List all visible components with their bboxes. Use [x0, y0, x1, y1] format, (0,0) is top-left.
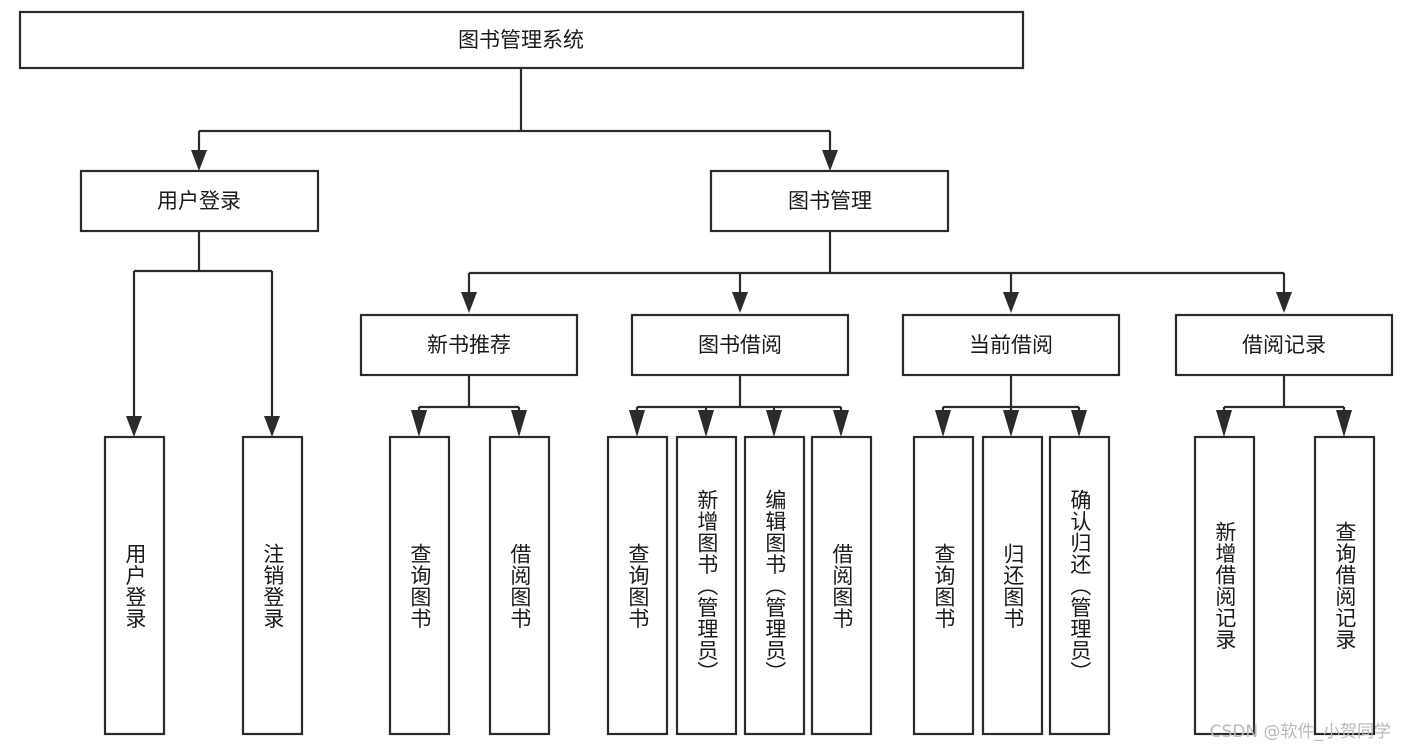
node-leaf-borrow-book-2-label: 借阅图书	[829, 542, 854, 629]
node-leaf-query-book-3-box[interactable]	[912, 435, 975, 736]
node-leaf-user-login-label-wrap: 用户登录	[122, 542, 147, 629]
node-book-manage-label: 图书管理	[788, 189, 872, 213]
arrow-to-borrow-record	[1276, 292, 1292, 313]
node-leaf-add-record[interactable]: 新增借阅记录	[1193, 435, 1256, 736]
node-leaf-user-logout-box[interactable]	[241, 435, 304, 736]
node-leaf-user-login-box[interactable]	[103, 435, 166, 736]
arrow-leaf-add-book	[698, 410, 714, 437]
node-book-borrow[interactable]: 图书借阅	[630, 313, 850, 377]
node-leaf-query-record[interactable]: 查询借阅记录	[1313, 435, 1376, 736]
node-leaf-query-record-label-wrap: 查询借阅记录	[1332, 521, 1357, 650]
node-leaf-confirm-return-label-wrap: 确认归还（管理员）	[1067, 488, 1092, 683]
csdn-watermark: CSDN @软件_小贺同学	[1209, 722, 1391, 742]
node-leaf-query-book-2-box[interactable]	[606, 435, 669, 736]
node-leaf-add-record-label-wrap: 新增借阅记录	[1212, 521, 1237, 650]
node-leaf-return-book[interactable]: 归还图书	[981, 435, 1044, 736]
node-leaf-query-book-2-label: 查询图书	[625, 542, 650, 629]
arrow-leaf-query-book-3	[935, 410, 951, 437]
node-borrow-record-box[interactable]	[1174, 313, 1394, 377]
arrow-to-user-login	[191, 150, 207, 171]
node-leaf-add-book[interactable]: 新增图书（管理员）	[675, 435, 738, 736]
node-book-borrow-box[interactable]	[630, 313, 850, 377]
node-leaf-user-logout-label-wrap: 注销登录	[260, 542, 285, 629]
node-leaf-query-book-2[interactable]: 查询图书	[606, 435, 669, 736]
node-book-borrow-label: 图书借阅	[698, 333, 782, 357]
node-new-book-rec-box[interactable]	[359, 313, 579, 377]
node-leaf-user-logout-label: 注销登录	[260, 542, 285, 629]
node-leaf-query-book-1[interactable]: 查询图书	[388, 435, 451, 736]
node-book-manage[interactable]: 图书管理	[709, 169, 950, 233]
node-leaf-user-logout[interactable]: 注销登录	[241, 435, 304, 736]
arrow-leaf-user-logout	[264, 416, 280, 437]
node-leaf-return-book-label: 归还图书	[1000, 542, 1025, 629]
arrow-to-book-manage	[822, 150, 838, 171]
node-current-borrow[interactable]: 当前借阅	[901, 313, 1121, 377]
node-leaf-return-book-label-wrap: 归还图书	[1000, 542, 1025, 629]
node-leaf-borrow-book-2-box[interactable]	[810, 435, 873, 736]
node-leaf-user-login[interactable]: 用户登录	[103, 435, 166, 736]
arrow-to-book-borrow	[732, 292, 748, 313]
node-root-box[interactable]	[18, 10, 1025, 70]
node-leaf-query-book-1-label: 查询图书	[407, 542, 432, 629]
node-borrow-record[interactable]: 借阅记录	[1174, 313, 1394, 377]
arrow-leaf-borrow-book-1	[511, 410, 527, 437]
node-leaf-query-record-label: 查询借阅记录	[1332, 521, 1357, 650]
node-leaf-query-book-2-label-wrap: 查询图书	[625, 542, 650, 629]
node-leaf-edit-book-label: 编辑图书（管理员）	[762, 488, 787, 683]
node-borrow-record-label: 借阅记录	[1242, 333, 1326, 357]
node-user-login-box[interactable]	[79, 169, 320, 233]
node-leaf-borrow-book-1[interactable]: 借阅图书	[488, 435, 551, 736]
arrow-leaf-query-book-2	[629, 410, 645, 437]
arrow-to-new-book-rec	[461, 292, 477, 313]
node-new-book-rec-label: 新书推荐	[427, 333, 511, 357]
node-leaf-add-book-label: 新增图书（管理员）	[694, 488, 719, 683]
arrow-to-current-borrow	[1003, 292, 1019, 313]
node-current-borrow-label: 当前借阅	[969, 333, 1053, 357]
node-leaf-add-book-box[interactable]	[675, 435, 738, 736]
arrow-leaf-query-record	[1336, 410, 1352, 437]
node-leaf-add-book-label-wrap: 新增图书（管理员）	[694, 488, 719, 683]
arrow-leaf-query-book-1	[411, 410, 427, 437]
node-leaf-confirm-return-label: 确认归还（管理员）	[1067, 488, 1092, 683]
arrow-leaf-confirm-return	[1071, 410, 1087, 437]
node-leaf-borrow-book-1-label: 借阅图书	[507, 542, 532, 629]
node-leaf-edit-book-label-wrap: 编辑图书（管理员）	[762, 488, 787, 683]
node-root-label: 图书管理系统	[458, 28, 584, 52]
node-book-manage-box[interactable]	[709, 169, 950, 233]
node-leaf-edit-book-box[interactable]	[743, 435, 806, 736]
node-root[interactable]: 图书管理系统	[18, 10, 1025, 70]
node-new-book-rec[interactable]: 新书推荐	[359, 313, 579, 377]
node-leaf-query-book-3-label-wrap: 查询图书	[931, 542, 956, 629]
node-leaf-return-book-box[interactable]	[981, 435, 1044, 736]
arrow-leaf-add-record	[1216, 410, 1232, 437]
node-user-login[interactable]: 用户登录	[79, 169, 320, 233]
node-leaf-query-book-1-box[interactable]	[388, 435, 451, 736]
node-leaf-query-record-box[interactable]	[1313, 435, 1376, 736]
connectors-layer	[126, 68, 1352, 437]
arrow-leaf-edit-book	[766, 410, 782, 437]
node-leaf-query-book-1-label-wrap: 查询图书	[407, 542, 432, 629]
arrow-leaf-user-login	[126, 416, 142, 437]
node-leaf-user-login-label: 用户登录	[122, 542, 147, 629]
arrow-leaf-borrow-book-2	[833, 410, 849, 437]
arrow-leaf-return-book	[1003, 410, 1019, 437]
node-current-borrow-box[interactable]	[901, 313, 1121, 377]
node-leaf-borrow-book-2-label-wrap: 借阅图书	[829, 542, 854, 629]
node-leaf-add-record-box[interactable]	[1193, 435, 1256, 736]
node-leaf-confirm-return[interactable]: 确认归还（管理员）	[1048, 435, 1111, 736]
node-leaf-query-book-3-label: 查询图书	[931, 542, 956, 629]
node-leaf-borrow-book-2[interactable]: 借阅图书	[810, 435, 873, 736]
node-leaf-query-book-3[interactable]: 查询图书	[912, 435, 975, 736]
node-user-login-label: 用户登录	[157, 189, 241, 213]
node-leaf-add-record-label: 新增借阅记录	[1212, 521, 1237, 650]
node-leaf-borrow-book-1-box[interactable]	[488, 435, 551, 736]
node-leaf-borrow-book-1-label-wrap: 借阅图书	[507, 542, 532, 629]
node-leaf-confirm-return-box[interactable]	[1048, 435, 1111, 736]
node-leaf-edit-book[interactable]: 编辑图书（管理员）	[743, 435, 806, 736]
